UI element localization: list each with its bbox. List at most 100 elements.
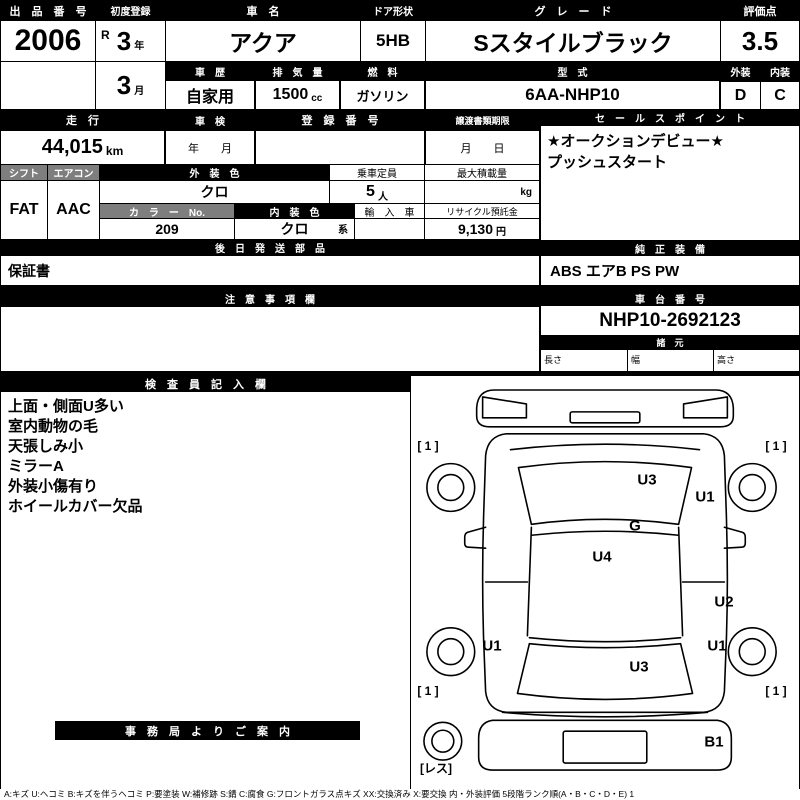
- car-top-view-svg: [423, 389, 777, 771]
- aircon-header: エアコン: [47, 164, 100, 181]
- lot-empty-cell: [0, 61, 96, 110]
- caution-body: [0, 306, 540, 372]
- office-info-header: 事 務 局 よ り ご 案 内: [55, 721, 360, 740]
- spec-length-cell: 長さ: [540, 349, 628, 372]
- color-no-value: 209: [99, 218, 235, 240]
- capacity-value: 5: [366, 183, 375, 200]
- import-car-header: 輸 入 車: [354, 203, 425, 219]
- payload-header: 最大積載量: [424, 164, 540, 181]
- damage-mark: U1: [482, 637, 502, 655]
- recycle-deposit-value-cell: 9,130 円: [424, 218, 540, 240]
- mileage-value-cell: 44,015 km: [0, 130, 165, 165]
- car-name-value: アクア: [165, 20, 361, 62]
- caution-header: 注 意 事 項 欄: [0, 290, 540, 307]
- spec-height-cell: 高さ: [713, 349, 800, 372]
- displacement-unit: cc: [311, 93, 323, 104]
- inspector-note: ミラーA: [8, 458, 64, 475]
- exterior-grade-value: D: [720, 81, 761, 110]
- first-reg-month: 3: [116, 70, 132, 100]
- damage-mark: [ 1 ]: [417, 439, 439, 453]
- later-shipment-value: 保証書: [0, 255, 540, 286]
- spec-length-label: 長さ: [544, 355, 563, 365]
- first-registration-header: 初度登録: [95, 0, 166, 21]
- thick-divider: [0, 285, 800, 291]
- damage-mark: U4: [592, 548, 612, 566]
- payload-value-cell: kg: [424, 180, 540, 204]
- spec-header: 諸 元: [540, 335, 800, 350]
- fuel-value: ガソリン: [340, 80, 425, 110]
- shift-value: FAT: [0, 180, 48, 240]
- fuel-header: 燃 料: [340, 61, 425, 81]
- displacement-value-cell: 1500 cc: [255, 80, 340, 110]
- displacement-value: 1500: [272, 86, 309, 103]
- score-header: 評価点: [720, 0, 800, 21]
- shift-header: シフト: [0, 164, 48, 181]
- mileage-unit: km: [105, 144, 124, 158]
- lot-number-header: 出 品 番 号: [0, 0, 96, 21]
- sales-point-line: ★オークションデビュー★: [547, 133, 724, 150]
- damage-mark: U3: [629, 658, 649, 676]
- spec-height-label: 高さ: [717, 355, 736, 365]
- era-label: R: [101, 28, 110, 42]
- model-code-value: 6AA-NHP10: [425, 80, 720, 110]
- interior-color-suffix: 系: [338, 225, 348, 236]
- later-shipment-header: 後 日 発 送 部 品: [0, 239, 540, 256]
- interior-grade-header: 内装: [760, 61, 800, 82]
- spec-width-cell: 幅: [627, 349, 714, 372]
- first-registration-month-cell: 3 月: [95, 61, 166, 110]
- car-history-value: 自家用: [165, 80, 255, 110]
- month-unit: 月: [134, 85, 145, 97]
- inspector-notes: 上面・側面U多い 室内動物の毛 天張しみ小 ミラーA 外装小傷有り ホイールカバ…: [8, 397, 404, 517]
- recycle-deposit-unit: 円: [496, 227, 507, 238]
- registration-number-value: [255, 130, 425, 165]
- sales-point-header: セ ー ル ス ポ イ ン ト: [540, 109, 800, 126]
- capacity-unit: 人: [377, 192, 388, 203]
- aircon-value: AAC: [47, 180, 100, 240]
- grade-header: グ レ ー ド: [425, 0, 721, 21]
- recycle-deposit-header: リサイクル預託金: [424, 203, 540, 219]
- thick-divider: [0, 371, 800, 376]
- genuine-equipment-header: 純 正 装 備: [540, 240, 800, 256]
- car-history-header: 車 歴: [165, 61, 255, 81]
- mileage-value: 44,015: [41, 136, 103, 158]
- inspector-note: ホイールカバー欠品: [8, 498, 143, 515]
- damage-mark: B1: [704, 733, 724, 751]
- model-code-header: 型 式: [425, 61, 720, 81]
- shaken-header: 車 検: [165, 109, 255, 131]
- damage-mark: G: [629, 517, 641, 535]
- mileage-header: 走 行: [0, 109, 165, 131]
- inspector-panel: [0, 375, 411, 790]
- year-unit: 年: [134, 41, 145, 52]
- interior-color-header: 内 装 色: [234, 203, 355, 219]
- recycle-deposit-value: 9,130: [457, 221, 494, 237]
- inspector-note: 外装小傷有り: [8, 478, 99, 495]
- door-shape-value: 5HB: [360, 20, 426, 62]
- chassis-number-value: NHP10-2692123: [540, 305, 800, 336]
- legend-text: A:キズ U:ヘコミ B:キズを伴うヘコミ P:要塗装 W:補修跡 S:錆 C:…: [0, 789, 800, 800]
- lot-number-value: 2006: [0, 20, 96, 62]
- spec-width-label: 幅: [631, 355, 641, 365]
- exterior-grade-header: 外装: [720, 61, 761, 82]
- damage-mark: [レス]: [420, 761, 452, 776]
- payload-unit: kg: [520, 186, 532, 198]
- chassis-number-header: 車 台 番 号: [540, 290, 800, 306]
- transfer-deadline-header: 譲渡書類期限: [425, 109, 540, 131]
- interior-grade-value: C: [760, 81, 800, 110]
- genuine-equipment-value: ABS エアB PS PW: [540, 255, 800, 286]
- exterior-color-value: クロ: [99, 180, 330, 204]
- import-car-value: [354, 218, 425, 240]
- sales-point-body: ★オークションデビュー★ プッシュスタート: [540, 125, 800, 241]
- first-reg-year: 3: [116, 25, 132, 56]
- exterior-color-header: 外 装 色: [99, 164, 330, 181]
- transfer-deadline-value: 月 日: [425, 130, 540, 165]
- displacement-header: 排 気 量: [255, 61, 340, 81]
- capacity-header: 乗車定員: [329, 164, 425, 181]
- damage-mark: [ 1 ]: [765, 439, 787, 453]
- shaken-value: 年 月: [165, 130, 255, 165]
- inspector-note: 室内動物の毛: [8, 418, 99, 435]
- car-name-header: 車 名: [165, 0, 361, 21]
- inspector-note: 天張しみ小: [8, 438, 84, 455]
